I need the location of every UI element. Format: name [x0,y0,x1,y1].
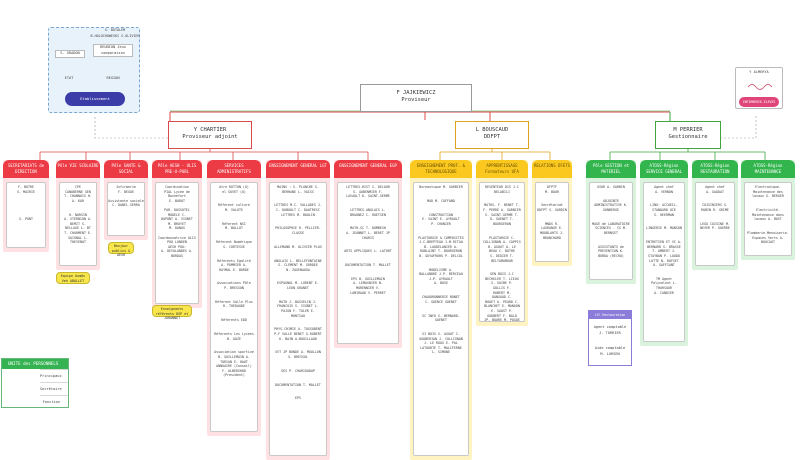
department-header[interactable]: Pôle VIE SCOLAIRE [56,160,100,178]
gestion-name: M PERRIER [673,127,703,133]
director-role: Proviseur [401,97,431,103]
top-left-panel: X. BOTALEM B.HOLOCHOWESKI S.OLIVIER S. G… [48,27,140,113]
adjoint-name: Y CHARTIER [193,127,227,133]
department-members: DFPTF M. BOUR Secrétariat DDFPT S. GARDI… [535,182,569,262]
legend-row-secretaire: Secrétaire [40,382,68,395]
panel-box-b: REUNION Jeux comparaison [93,44,133,58]
department-members: GSOR A. GARBIN ADJOINTE ADMINISTRATIVE K… [589,182,633,280]
director-card[interactable]: F JAJKIEWICZ Proviseur [360,84,472,112]
department-members: MAINS : S. PLANCHE S. BERRANE L. VAISS L… [269,182,327,456]
department-header[interactable]: Pôle GESTION et MATERIEL [586,160,636,178]
panel-label-region: REGION [106,76,120,80]
department-header[interactable]: SECRETARIATS de DIRECTION [3,160,49,178]
gestion-purple-a: Agent comptable J. TURRIER [593,325,627,335]
ddfpt-role: DDFPT [483,134,501,140]
department-header[interactable]: ENSEIGNEMENT GENERAL LGT [266,160,330,178]
gestion-role: Gestionnaire [668,134,708,140]
department-members: F. BOTRE S. MAIRIE S. PONT [6,182,46,248]
note-vie-scolaire: Equipe Aumôn Veh ABALLET [56,272,90,284]
department-header[interactable]: ATOSS-Région SERVICE GENERAL [640,160,688,178]
adjoint-card[interactable]: Y CHARTIER Proviseur adjoint [168,121,252,149]
panel-pill[interactable]: Etablissement [65,92,125,106]
note-aesh: Enseignants référents DSP et JOHANNET [152,305,192,320]
legend-row-fonction: Fonction [40,395,68,408]
panel-pill-label: Etablissement [80,96,110,101]
department-header[interactable]: SERVICES ADMINISTRATIFS [207,160,261,178]
department-header[interactable]: Pôle SANTE & SOCIAL [104,160,148,178]
department-header[interactable]: ATOSS-Région MAINTENANCE [741,160,795,178]
infirmerie-name: Y ALMERYA [749,70,769,74]
department-header[interactable]: ATOSS-Région RESTAURATION [692,160,738,178]
department-members: Agent chef A. VERNON LING: ACCUEIL- STAN… [643,182,685,342]
department-members: CPE CANOBERNE GEN T. CHANNOIS H. A. KAR … [59,182,97,266]
note-sante: Bonjour publics & AESH [108,242,134,257]
department-members: Atre ROTTON (U) el SUVET (U) Réferent cu… [210,182,258,432]
department-members: Infirmerie F. BEGUE Assistante sociale C… [107,182,145,236]
department-header[interactable]: ENSEIGNEMENT GENERAL EGP [334,160,402,178]
department-header[interactable]: ENSEIGNEMENT PROF. & TECHNOLOGIQUE [410,160,472,178]
gestion-purple-title: LYC Restauration [589,311,631,319]
panel-box-a: S. GRADON [55,50,85,58]
department-members: RESENTEUR DIS J-C BELABILI MATHS- F. BEN… [479,182,525,322]
department-members: Bureautique M. GARBIER MAD M. CUFFAND CO… [413,182,469,456]
department-members: Coordination PIAL Lycee de Bochefort E. … [155,182,199,304]
infirmerie-pill[interactable]: INFIRMERIE-ELEVES [739,96,779,107]
department-members: Electronique- Maintenance des locaux G. … [744,182,792,256]
department-members: LETTRES-HIST I. DELOUR S. AUBENMIER F. L… [337,182,399,344]
gestion-purple-card: LYC Restauration Agent comptable J. TURR… [588,310,632,366]
department-header[interactable]: Pôle AESH - ULIS PRE-U-PUBL [152,160,202,178]
panel-names-top: X. BOTALEM B.HOLOCHOWESKI S.OLIVIER [90,28,140,38]
director-name: F JAJKIEWICZ [396,90,436,96]
legend-row-principaux: Principaux [40,369,68,382]
adjoint-role: Proviseur adjoint [182,134,238,140]
legend-title: UNITE des PERSONNELS [2,359,68,369]
infirmerie-panel: Y ALMERYA INFIRMERIE-ELEVES [735,67,783,109]
gestion-card[interactable]: M PERRIER Gestionnaire [655,121,721,149]
legend-box: UNITE des PERSONNELS Principaux Secrétai… [1,358,69,408]
department-header[interactable]: APPRENTISSAGE Formateurs UFA [476,160,528,178]
department-header[interactable]: RELATIONS DFETS [532,160,572,178]
ddfpt-name: L BOUSCAUD [475,127,509,133]
panel-label-etat: ETAT [64,76,74,80]
signature-icon [747,83,773,90]
department-members: Agent chef A. GAUDAT CUISINIERS S. RUBIN… [695,182,735,266]
gestion-purple-b: Aide comptable M. LURSEN [594,346,626,356]
ddfpt-card[interactable]: L BOUSCAUD DDFPT [455,121,529,149]
